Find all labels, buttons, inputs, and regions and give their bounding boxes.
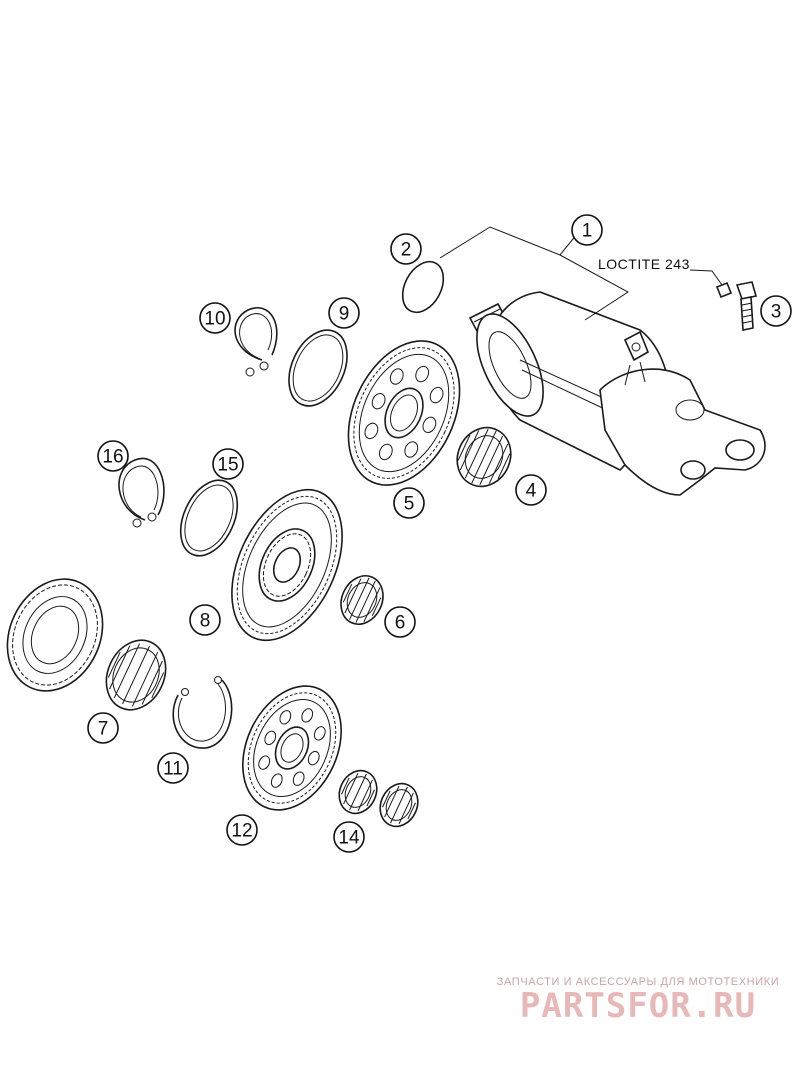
starter-motor bbox=[468, 291, 766, 496]
svg-text:15: 15 bbox=[217, 455, 238, 476]
callout-16: 16 bbox=[97, 440, 129, 472]
callout-9: 9 bbox=[328, 297, 360, 329]
svg-text:14: 14 bbox=[338, 828, 360, 849]
svg-text:8: 8 bbox=[200, 611, 211, 632]
gear-12 bbox=[242, 685, 342, 811]
callout-3: 3 bbox=[760, 295, 792, 327]
crank-gear bbox=[6, 578, 104, 692]
callout-10: 10 bbox=[199, 302, 231, 334]
retaining-ring-11 bbox=[172, 676, 233, 749]
callout-2: 2 bbox=[390, 233, 422, 265]
svg-text:7: 7 bbox=[98, 719, 109, 740]
gear-5 bbox=[347, 340, 461, 486]
leader-lines bbox=[439, 226, 723, 321]
circlip-10 bbox=[234, 307, 278, 377]
callout-14: 14 bbox=[333, 821, 365, 853]
callout-12: 12 bbox=[226, 814, 258, 846]
svg-text:10: 10 bbox=[204, 309, 225, 330]
svg-text:4: 4 bbox=[526, 481, 537, 502]
svg-text:2: 2 bbox=[401, 240, 412, 261]
washer-15 bbox=[179, 479, 239, 557]
needle-bearing-6 bbox=[340, 575, 384, 625]
circlip-16 bbox=[118, 457, 165, 528]
watermark: ЗАПЧАСТИ И АКСЕССУАРЫ ДЛЯ МОТОТЕХНИКИ PA… bbox=[488, 976, 788, 1025]
svg-text:9: 9 bbox=[339, 304, 350, 325]
svg-text:11: 11 bbox=[163, 759, 183, 780]
svg-text:1: 1 bbox=[582, 221, 593, 242]
callout-5: 5 bbox=[393, 487, 425, 519]
svg-text:12: 12 bbox=[231, 821, 252, 842]
callout-7: 7 bbox=[87, 712, 119, 744]
washer-9 bbox=[288, 329, 348, 407]
callout-1: 1 bbox=[571, 214, 603, 246]
watermark-logo: PARTSFOR.RU bbox=[519, 985, 757, 1026]
svg-text:3: 3 bbox=[771, 302, 782, 323]
o-ring bbox=[401, 260, 445, 314]
callout-6: 6 bbox=[384, 606, 416, 638]
freewheel-7 bbox=[105, 639, 167, 711]
callout-4: 4 bbox=[515, 474, 547, 506]
svg-text:5: 5 bbox=[404, 494, 415, 515]
needle-bearing-4 bbox=[456, 426, 512, 488]
watermark-caption: ЗАПЧАСТИ И АКСЕССУАРЫ ДЛЯ МОТОТЕХНИКИ bbox=[496, 975, 780, 988]
screw bbox=[715, 281, 758, 331]
callout-15: 15 bbox=[212, 448, 244, 480]
needle-bearing-14b bbox=[379, 782, 419, 828]
svg-text:16: 16 bbox=[102, 447, 123, 468]
needle-bearing-14a bbox=[338, 769, 378, 815]
gear-8 bbox=[231, 488, 343, 642]
svg-text:6: 6 bbox=[395, 613, 406, 634]
callout-8: 8 bbox=[189, 604, 221, 636]
loctite-note: LOCTITE 243 bbox=[598, 256, 690, 272]
callout-11: 11 bbox=[157, 752, 189, 784]
